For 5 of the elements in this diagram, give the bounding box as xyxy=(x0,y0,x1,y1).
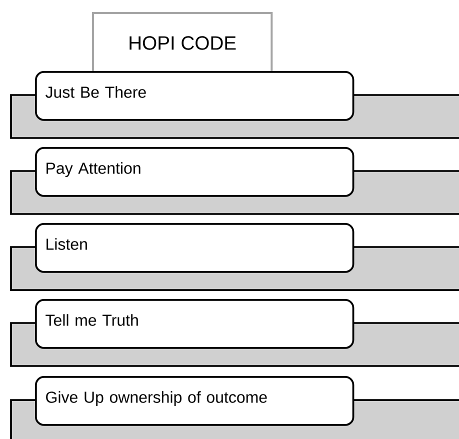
item-box: Listen xyxy=(35,223,354,273)
item-box: Tell me Truth xyxy=(35,299,354,349)
item-box: Just Be There xyxy=(35,71,354,121)
item-box: Pay Attention xyxy=(35,147,354,197)
item-box: Give Up ownership of outcome xyxy=(35,376,354,426)
